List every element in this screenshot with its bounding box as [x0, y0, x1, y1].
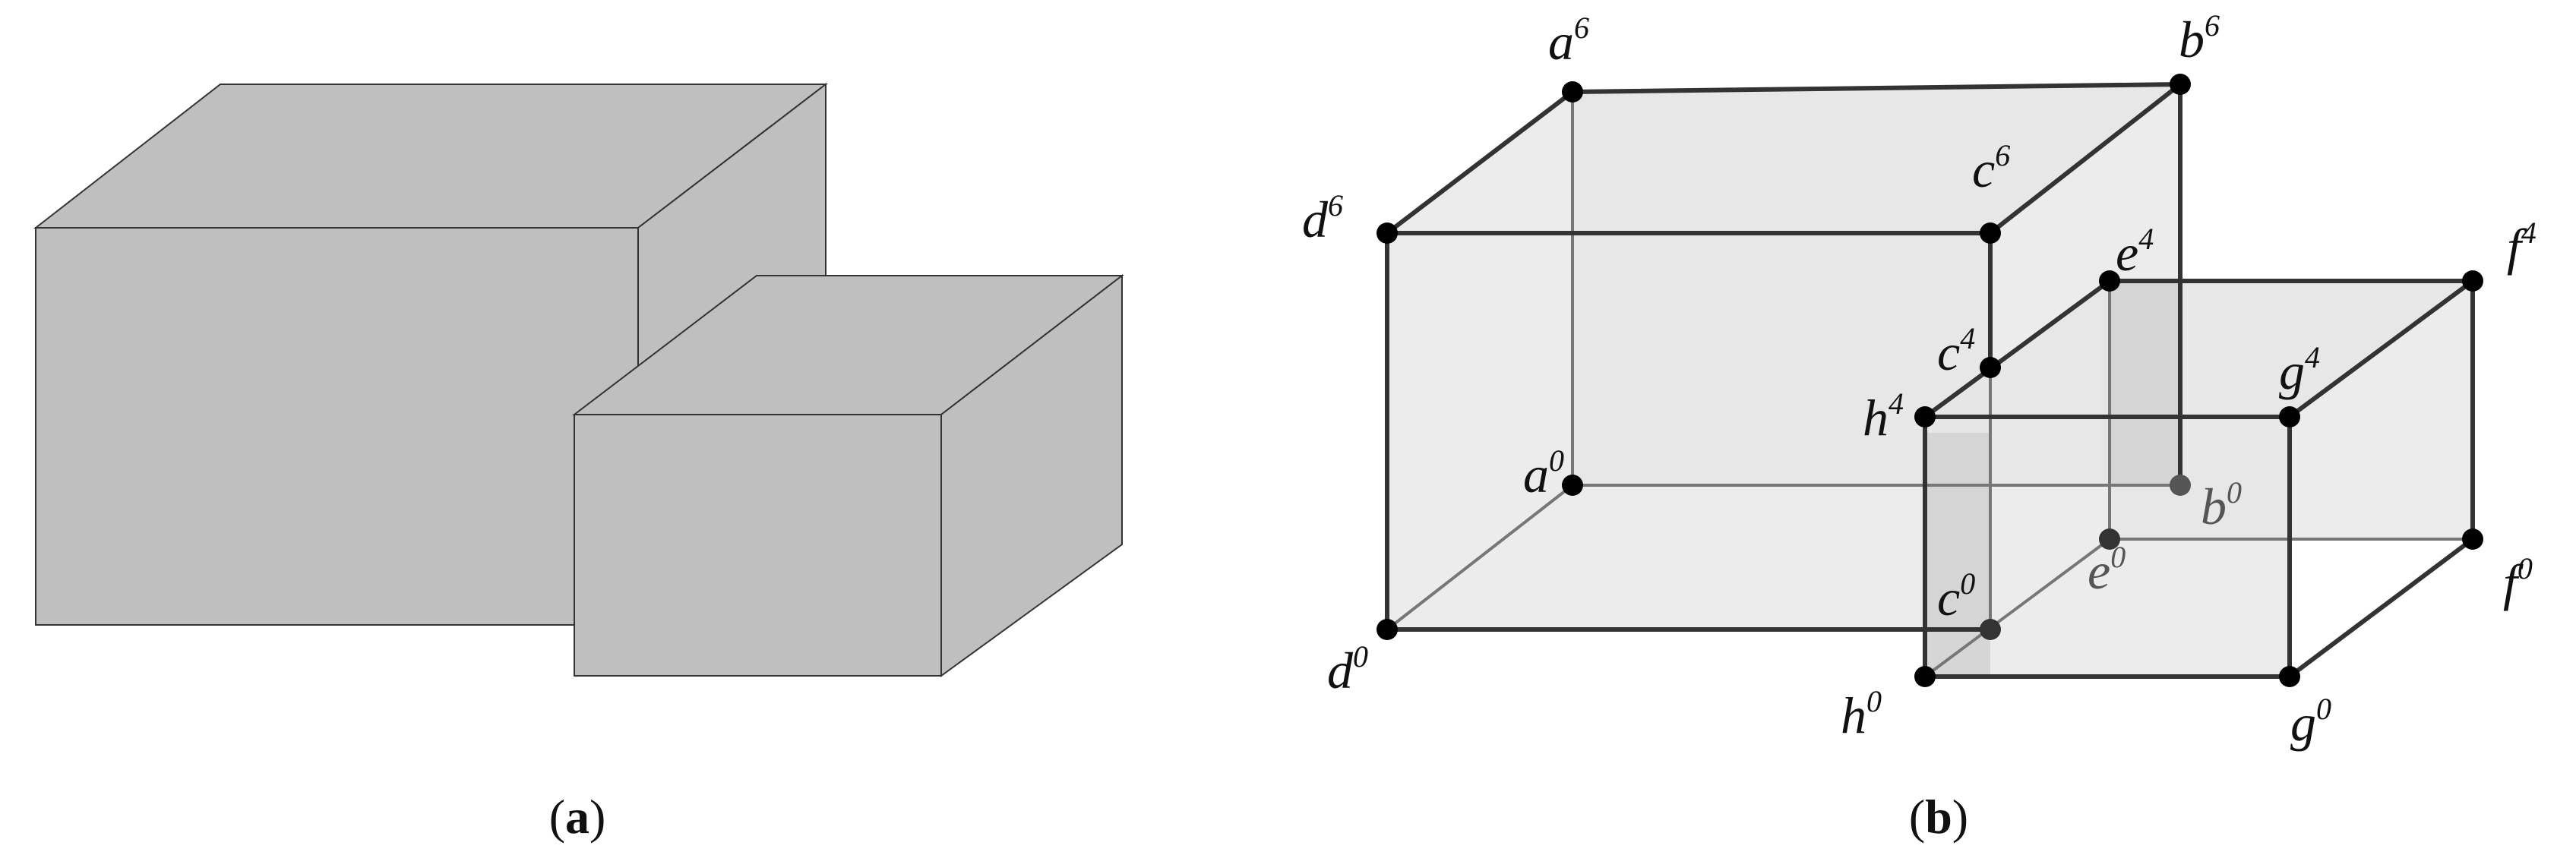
- label-e0: e0: [2088, 540, 2126, 600]
- caption-b-close: ): [1952, 790, 1968, 844]
- label-b6: b6: [2179, 8, 2220, 68]
- label-d0: d0: [1327, 639, 1368, 699]
- vertex-d6: [1377, 222, 1398, 244]
- label-e4: e4: [2116, 222, 2154, 282]
- vertex-h0: [1914, 666, 1936, 687]
- vertex-e4: [2099, 270, 2120, 292]
- caption-b-open: (: [1909, 790, 1925, 844]
- label-d6: d6: [1302, 188, 1343, 248]
- edge-d6-a6: [1385, 90, 1575, 235]
- caption-a-close: ): [589, 790, 605, 844]
- shaded-strip-h: [1925, 433, 1990, 676]
- label-f0: f0: [2503, 551, 2533, 611]
- vertex-f4: [2462, 270, 2483, 292]
- vertex-c0: [1980, 619, 2001, 640]
- label-a0: a0: [1523, 443, 1564, 503]
- label-b0: b0: [2201, 475, 2242, 535]
- label-g0: g0: [2290, 692, 2331, 752]
- svg-text:(b): (b): [1909, 790, 1968, 844]
- label-g4: g4: [2279, 340, 2320, 400]
- vertex-h4: [1914, 406, 1936, 428]
- vertex-labels: a6 b6 c6 d6 a0 b0 c0 d0 c4 e4 f4 g4 h4 e…: [1302, 8, 2536, 752]
- shaded-strip-e: [2110, 281, 2180, 484]
- edge-e0-h0: [1923, 538, 2111, 678]
- svg-text:(a): (a): [549, 790, 606, 844]
- vertex-b6: [2170, 74, 2191, 95]
- hidden-edges: [1386, 92, 2473, 678]
- vertex-f0: [2462, 528, 2483, 550]
- panel-a-caption: (a): [549, 790, 606, 844]
- panel-a-solid-boxes: [33, 82, 1124, 677]
- vertices: [1377, 74, 2483, 687]
- caption-a-open: (: [549, 790, 565, 844]
- vertex-a0: [1562, 475, 1583, 496]
- small-box-front-face: [574, 414, 942, 677]
- vertex-a6: [1562, 81, 1583, 103]
- vertex-d0: [1377, 619, 1398, 640]
- vertex-g4: [2279, 406, 2300, 428]
- translucent-faces: [1387, 84, 2473, 677]
- small-box-top-face-b: [1925, 281, 2473, 417]
- vertex-e0: [2099, 528, 2120, 550]
- edge-f0-g0: [2287, 537, 2475, 679]
- edge-b6-c6: [1988, 82, 2182, 235]
- edge-a6-b6: [1570, 82, 2182, 94]
- caption-a-letter: a: [565, 790, 589, 844]
- large-box-front-face-b: [1387, 233, 1990, 629]
- edge-h4-e4: [1923, 279, 2112, 419]
- large-box-top-face-b: [1387, 84, 2180, 233]
- large-box-front-face: [35, 227, 639, 626]
- small-solid-box: [572, 273, 1124, 677]
- label-c6: c6: [1972, 138, 2010, 198]
- label-h4: h4: [1863, 386, 1904, 446]
- label-c0: c0: [1937, 566, 1975, 626]
- vertex-c6: [1980, 222, 2001, 244]
- caption-b-letter: b: [1925, 790, 1952, 844]
- vertex-c4: [1980, 357, 2001, 378]
- vertex-b0: [2170, 475, 2191, 496]
- edge-a0-d0: [1386, 484, 1574, 631]
- panel-b-wireframe: a6 b6 c6 d6 a0 b0 c0 d0 c4 e4 f4 g4 h4 e…: [1302, 8, 2536, 752]
- label-h0: h0: [1841, 684, 1882, 744]
- label-f4: f4: [2507, 216, 2536, 276]
- visible-edges: [1385, 82, 2475, 679]
- panel-b-caption: (b): [1909, 790, 1968, 844]
- label-c4: c4: [1937, 321, 1975, 381]
- vertex-g0: [2279, 666, 2300, 687]
- label-a6: a6: [1548, 11, 1589, 71]
- edge-f4-g4: [2287, 279, 2475, 419]
